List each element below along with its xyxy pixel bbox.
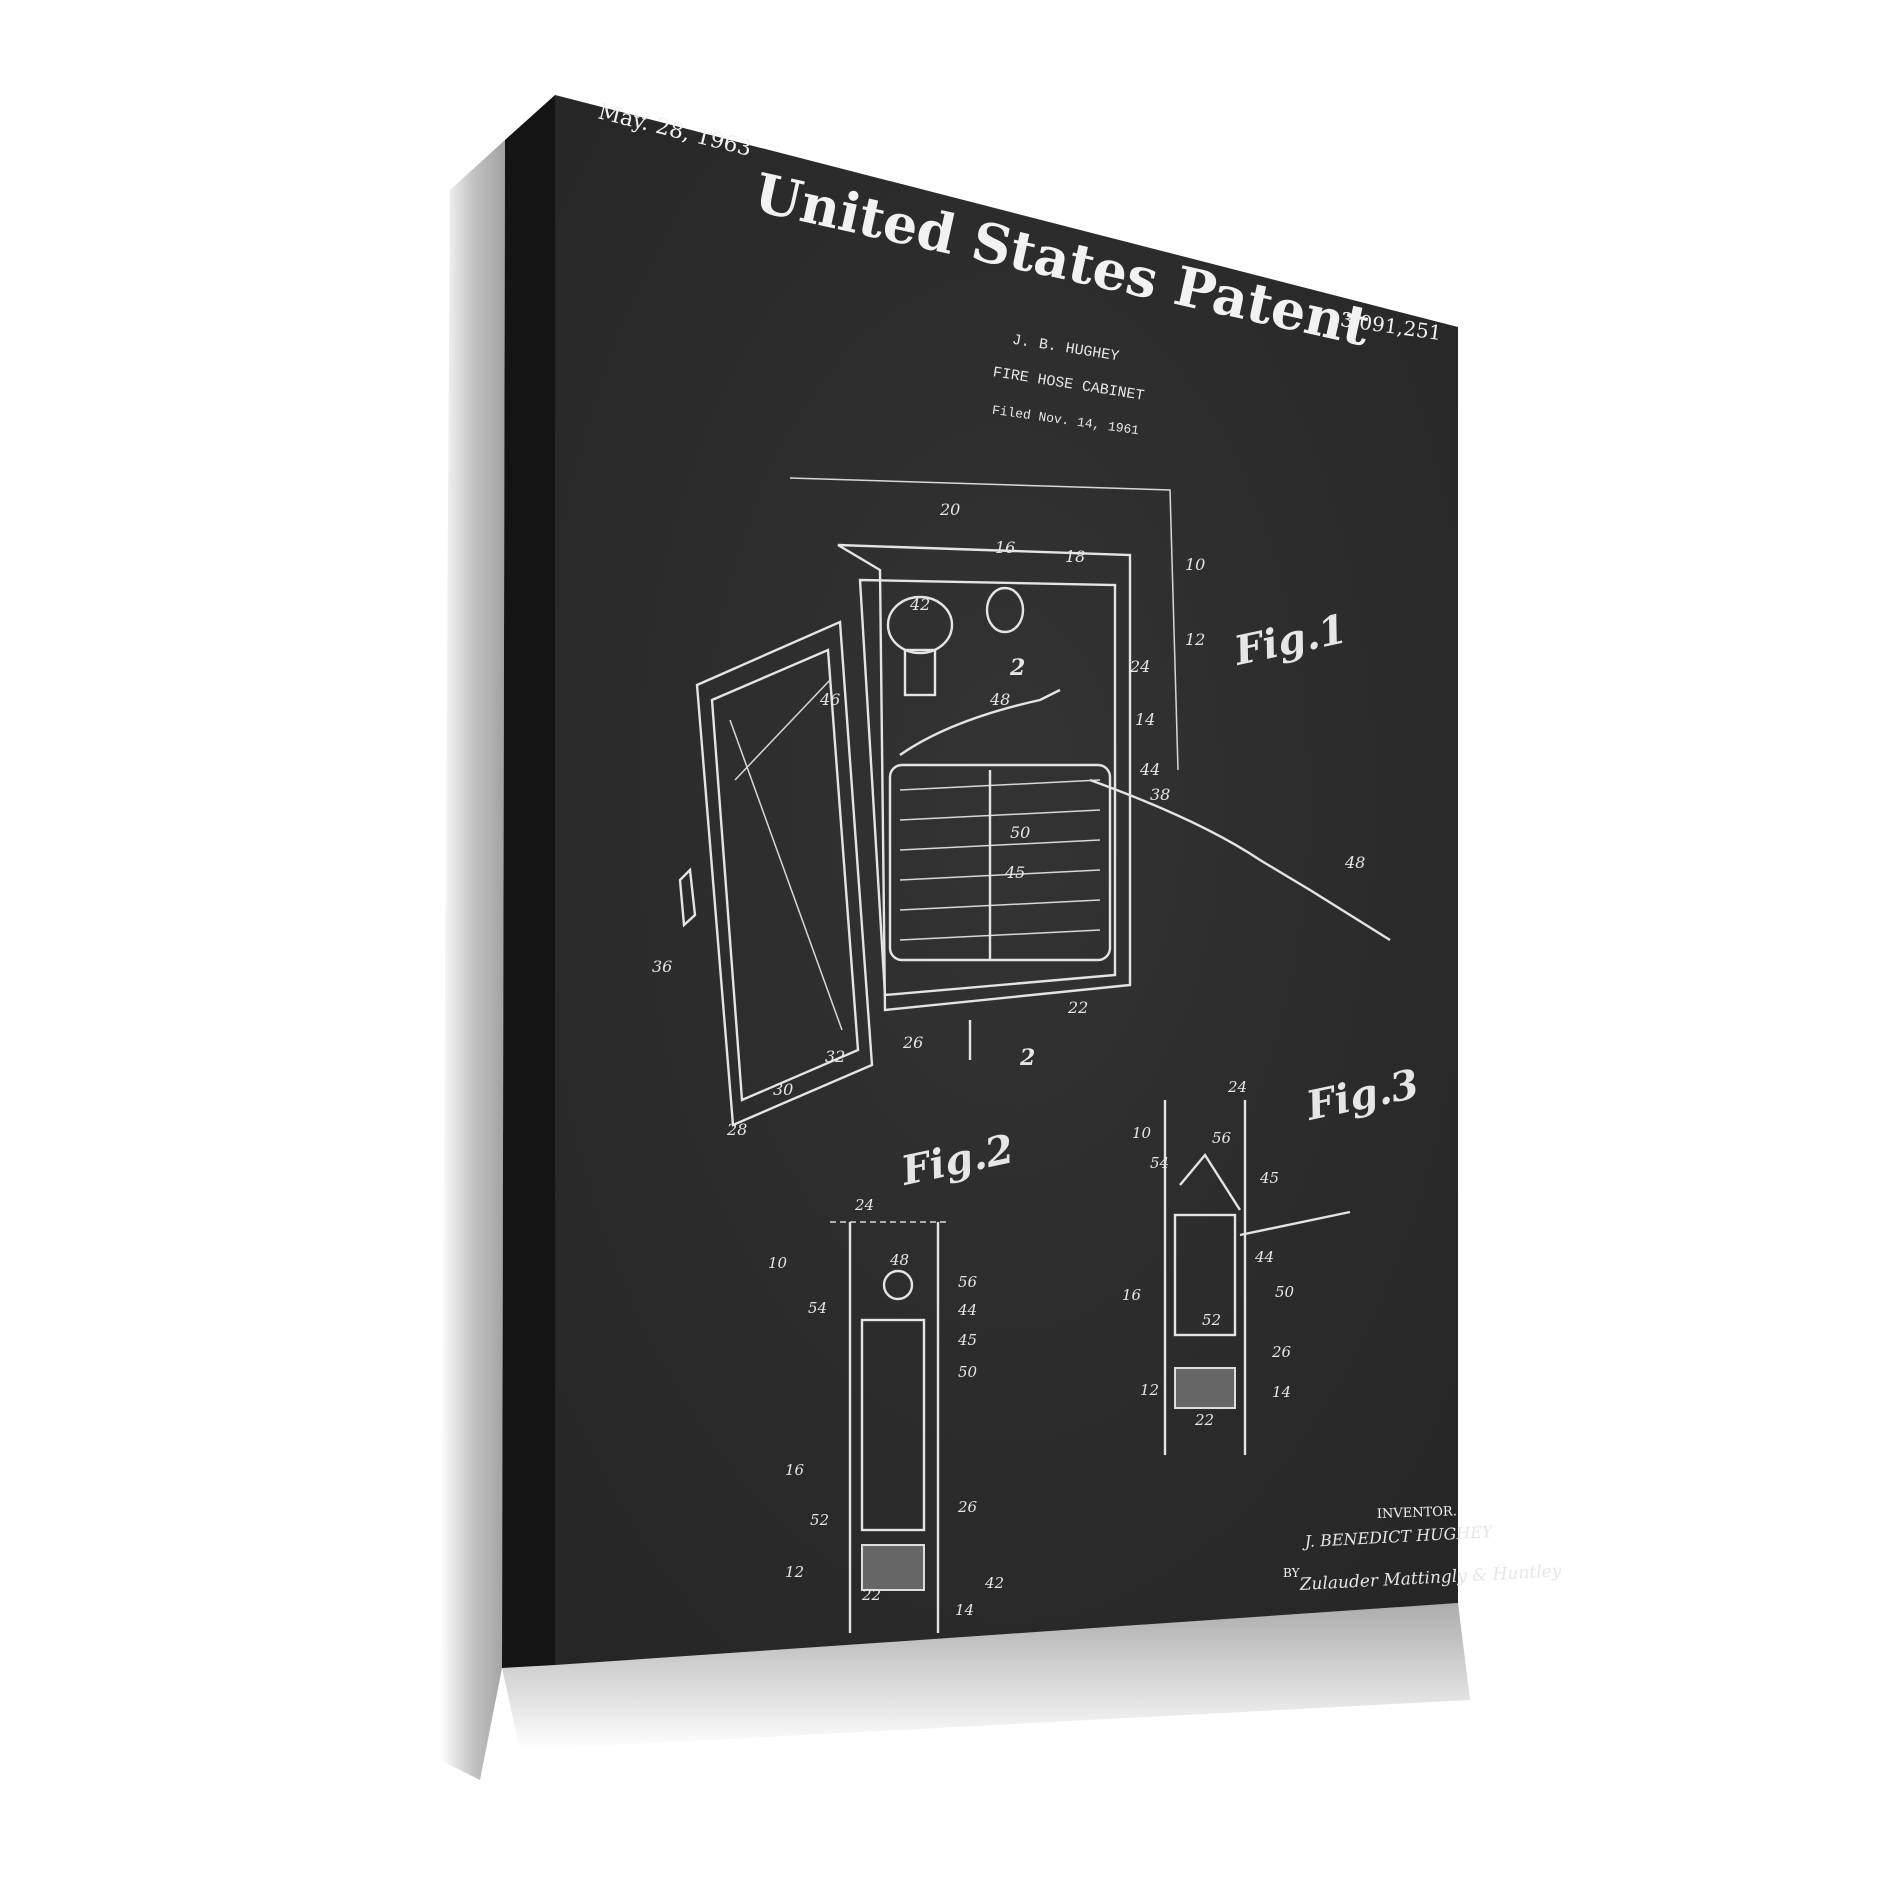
svg-text:22: 22 <box>861 1586 881 1604</box>
svg-text:44: 44 <box>1254 1248 1274 1266</box>
svg-text:36: 36 <box>652 957 672 976</box>
svg-text:16: 16 <box>785 1461 805 1479</box>
svg-text:20: 20 <box>939 500 960 519</box>
svg-text:14: 14 <box>955 1601 974 1619</box>
svg-text:52: 52 <box>810 1511 829 1529</box>
canvas-front <box>555 95 1458 1665</box>
figure-2-labels: 24 10 48 56 54 44 45 50 16 26 52 12 22 4… <box>768 1196 1004 1619</box>
figure-1-labels: 20 16 18 10 42 12 2 24 46 48 14 44 38 50… <box>652 500 1365 1139</box>
svg-text:50: 50 <box>958 1363 978 1381</box>
svg-text:2: 2 <box>1009 655 1025 681</box>
svg-text:24: 24 <box>1227 1078 1247 1096</box>
svg-text:22: 22 <box>1067 998 1088 1017</box>
svg-text:12: 12 <box>1140 1381 1159 1399</box>
svg-text:28: 28 <box>726 1120 747 1139</box>
svg-text:52: 52 <box>1202 1311 1221 1329</box>
svg-text:56: 56 <box>958 1273 978 1291</box>
svg-text:50: 50 <box>1010 823 1030 842</box>
svg-text:10: 10 <box>1185 555 1205 574</box>
svg-text:10: 10 <box>1132 1124 1152 1142</box>
svg-text:44: 44 <box>957 1301 977 1319</box>
svg-text:48: 48 <box>889 1251 909 1269</box>
svg-text:12: 12 <box>1185 630 1205 649</box>
svg-text:26: 26 <box>957 1498 978 1516</box>
svg-text:45: 45 <box>1259 1169 1279 1187</box>
svg-text:16: 16 <box>1122 1286 1142 1304</box>
svg-text:24: 24 <box>854 1196 874 1214</box>
svg-text:26: 26 <box>902 1033 923 1052</box>
figure-3-drawing <box>1163 1100 1351 1455</box>
svg-text:22: 22 <box>1194 1411 1214 1429</box>
svg-text:44: 44 <box>1139 760 1160 779</box>
svg-text:46: 46 <box>819 690 840 709</box>
figure-3-labels: 24 10 56 54 45 44 16 50 52 26 12 14 22 <box>1122 1078 1295 1429</box>
svg-text:30: 30 <box>773 1080 793 1099</box>
svg-text:38: 38 <box>1150 785 1170 804</box>
svg-text:56: 56 <box>1212 1129 1232 1147</box>
floor-shadow <box>502 1603 1470 1750</box>
svg-text:45: 45 <box>957 1331 977 1349</box>
svg-text:2: 2 <box>1019 1045 1035 1071</box>
svg-text:42: 42 <box>909 595 930 614</box>
svg-text:54: 54 <box>1150 1154 1169 1172</box>
svg-text:45: 45 <box>1004 863 1025 882</box>
by-label: BY <box>1283 1566 1301 1580</box>
svg-text:48: 48 <box>989 690 1010 709</box>
svg-text:16: 16 <box>995 538 1015 557</box>
svg-text:26: 26 <box>1271 1343 1292 1361</box>
svg-text:42: 42 <box>984 1574 1004 1592</box>
svg-text:24: 24 <box>1129 657 1150 676</box>
svg-text:14: 14 <box>1272 1383 1291 1401</box>
inventor-label: INVENTOR. <box>1377 1504 1457 1522</box>
svg-text:10: 10 <box>768 1254 788 1272</box>
svg-text:12: 12 <box>785 1563 804 1581</box>
svg-text:50: 50 <box>1275 1283 1295 1301</box>
figure-2-drawing <box>830 1221 950 1633</box>
svg-text:54: 54 <box>808 1299 827 1317</box>
canvas-side-edge <box>502 95 555 1668</box>
wall-shadow <box>440 140 505 1780</box>
svg-text:32: 32 <box>825 1047 845 1066</box>
svg-text:18: 18 <box>1065 547 1085 566</box>
svg-text:14: 14 <box>1135 710 1155 729</box>
figure-1-drawing <box>678 477 1391 1127</box>
svg-text:48: 48 <box>1344 853 1365 872</box>
